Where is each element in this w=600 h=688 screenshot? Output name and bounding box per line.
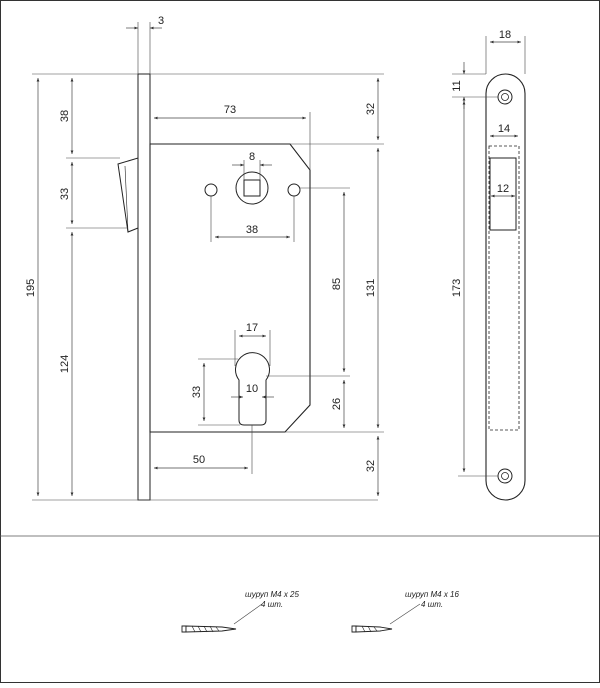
dim-body-height: 131 bbox=[365, 279, 377, 297]
strike-hole-bottom-inner bbox=[501, 472, 509, 480]
leader-line bbox=[233, 603, 263, 625]
dim-strike-width: 18 bbox=[499, 29, 511, 41]
dim-top-offset: 38 bbox=[59, 110, 71, 122]
screw-long bbox=[181, 625, 237, 633]
faceplate bbox=[137, 73, 151, 501]
screw-short-quantity: 4 шт. bbox=[421, 600, 443, 609]
lock-body bbox=[149, 143, 311, 433]
screw-long-quantity: 4 шт. bbox=[261, 600, 283, 609]
screw-short bbox=[351, 625, 393, 633]
dim-screw-hole-spacing: 38 bbox=[246, 224, 258, 236]
strike-latch-opening bbox=[489, 157, 517, 231]
dim-strike-hole-offset: 11 bbox=[451, 80, 463, 91]
latch-bolt-edge bbox=[124, 165, 129, 233]
dim-cylinder-width: 17 bbox=[246, 322, 258, 334]
leader-line bbox=[389, 603, 421, 625]
screw-hole-left bbox=[204, 183, 218, 197]
dim-body-to-bottom: 32 bbox=[365, 460, 377, 472]
spindle-square bbox=[243, 179, 261, 197]
screw-long-label: шуруп М4 х 25 bbox=[245, 590, 299, 599]
dim-cylinder-backset: 50 bbox=[193, 454, 205, 466]
cylinder-cutout bbox=[235, 352, 270, 426]
dim-strike-latch-width: 12 bbox=[497, 183, 509, 195]
latch-bolt bbox=[117, 157, 139, 233]
dim-overall-height: 195 bbox=[25, 279, 37, 297]
dim-backset: 73 bbox=[224, 104, 236, 116]
dim-cylinder-slot: 10 bbox=[246, 383, 258, 395]
dim-spindle-square: 8 bbox=[249, 151, 255, 163]
dim-cylinder-height: 33 bbox=[191, 386, 203, 398]
dim-top-to-body: 32 bbox=[365, 103, 377, 115]
strike-hole-top-inner bbox=[501, 93, 509, 101]
dim-strike-hole-spacing: 173 bbox=[451, 279, 463, 297]
screw-hole-right bbox=[287, 183, 301, 197]
dim-strike-cutout-width: 14 bbox=[498, 123, 510, 135]
strike-recess-outline bbox=[488, 145, 520, 431]
dim-latch-to-bottom: 124 bbox=[59, 355, 71, 373]
dim-spindle-to-cylinder: 85 bbox=[331, 278, 343, 290]
dim-cylinder-to-bottom: 26 bbox=[331, 398, 343, 410]
dim-faceplate-thickness: 3 bbox=[158, 15, 164, 27]
screw-short-label: шуруп М4 х 16 bbox=[405, 590, 459, 599]
dim-latch-height: 33 bbox=[59, 188, 71, 200]
